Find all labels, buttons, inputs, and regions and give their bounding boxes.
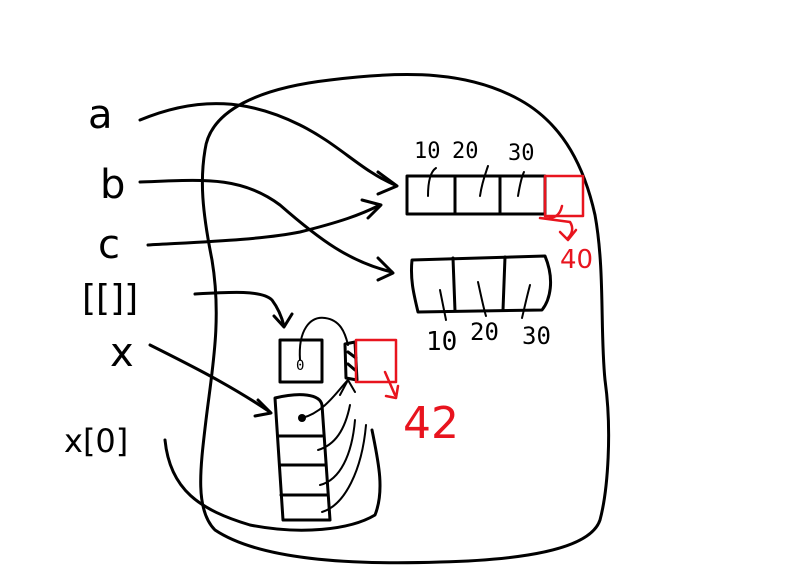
var-x-label: x xyxy=(110,330,134,376)
arrow-a-head xyxy=(376,170,399,196)
list-literal-label: [[]] xyxy=(82,278,138,319)
small-list-cell-value: 0 xyxy=(296,358,304,374)
arrow-list-literal-head xyxy=(272,312,294,329)
heap-outline xyxy=(199,73,611,565)
var-x0-label: x[0] xyxy=(64,422,128,460)
list-mid-value-1: 20 xyxy=(470,318,499,346)
small-list-append-box xyxy=(354,338,398,384)
list-top-appended-value: 40 xyxy=(560,245,593,275)
arrow-c xyxy=(146,203,382,247)
arrow-b xyxy=(138,178,394,274)
list-top-value-0: 10 xyxy=(414,139,441,164)
var-b-label: b xyxy=(100,162,125,208)
list-top-append-box xyxy=(543,174,585,218)
list-top-value-2: 30 xyxy=(508,141,535,166)
list-top-value-1: 20 xyxy=(452,139,479,164)
arrow-list-literal xyxy=(193,290,286,328)
stacked-list xyxy=(273,379,367,522)
arrow-b-head xyxy=(376,256,395,282)
list-mid-value-2: 30 xyxy=(522,322,551,350)
small-list: 0 xyxy=(278,316,359,384)
list-top-append: 40 xyxy=(538,174,593,275)
small-list-appended-value: 42 xyxy=(403,398,459,449)
arrow-a xyxy=(138,102,397,187)
list-mid-value-0: 10 xyxy=(426,327,457,357)
arrow-x0 xyxy=(163,428,382,532)
list-mid-box xyxy=(410,254,553,314)
arrow-x-head xyxy=(253,398,273,418)
arrow-x xyxy=(148,343,272,414)
var-c-label: c xyxy=(98,222,120,268)
var-a-label: a xyxy=(88,92,113,138)
list-top: 10 20 30 xyxy=(405,139,547,216)
stacked-list-box xyxy=(273,393,332,522)
list-mid: 10 20 30 xyxy=(410,254,553,357)
arrow-c-head xyxy=(360,198,383,220)
small-list-append: 42 xyxy=(354,338,459,449)
